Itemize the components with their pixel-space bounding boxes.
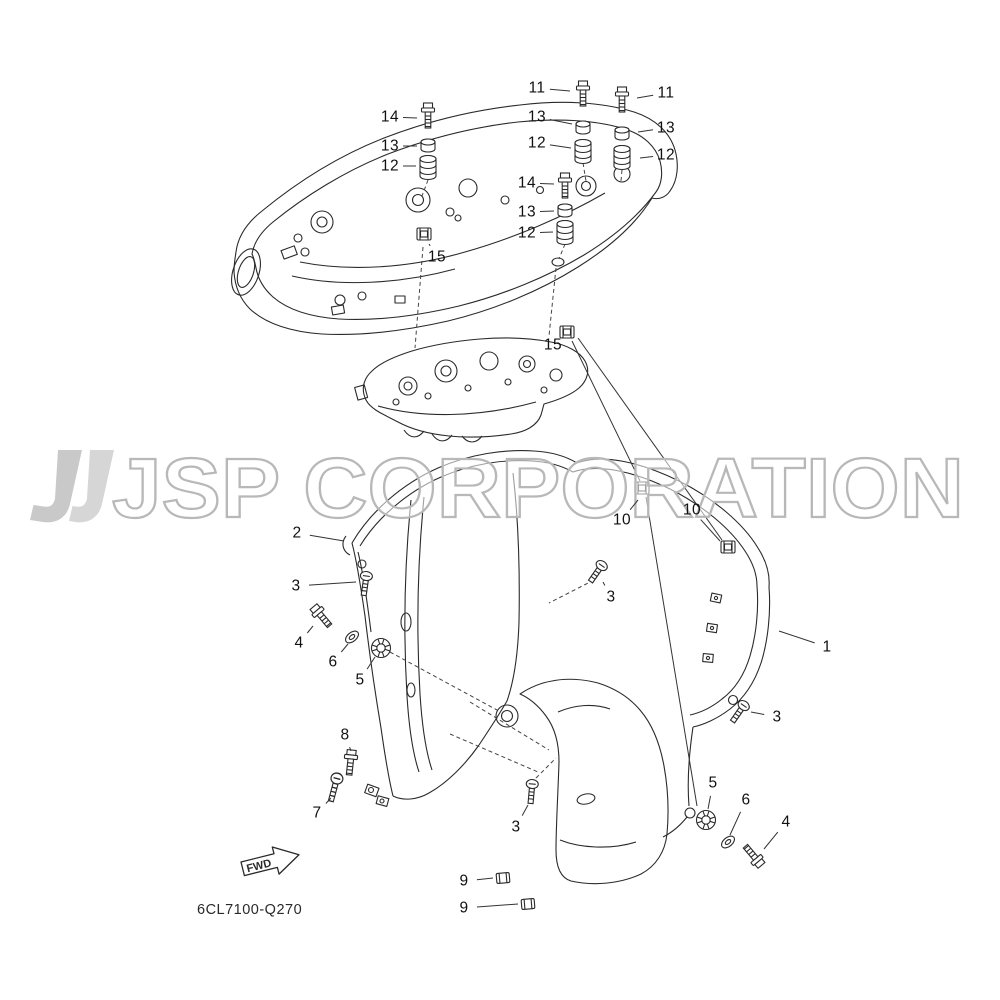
callout-label: 15 — [543, 336, 563, 354]
callout-label: 11 — [657, 84, 675, 102]
callout-label: 11 — [528, 79, 546, 97]
callout-label: 3 — [606, 588, 616, 606]
watermark-text: JSP CORPORATION — [112, 441, 964, 535]
callout-label: 12 — [656, 146, 676, 164]
callout-label: 14 — [380, 108, 400, 126]
callout-label: 4 — [294, 634, 304, 652]
callout-label: 12 — [527, 134, 547, 152]
callout-label: 13 — [517, 203, 537, 221]
watermark-logo-icon — [30, 450, 82, 523]
fwd-arrow: FWD — [240, 846, 300, 877]
callout-label: 3 — [291, 577, 301, 595]
long-leader-lines — [571, 337, 723, 807]
callout-label: 6 — [741, 791, 751, 809]
callout-label: 14 — [517, 174, 537, 192]
callout-label: 2 — [292, 524, 302, 542]
callout-label: 10 — [612, 511, 632, 529]
callout-label: 12 — [517, 224, 537, 242]
dashed-assembly-lines — [389, 162, 623, 779]
callout-label: 12 — [380, 157, 400, 175]
callout-label: 9 — [459, 899, 469, 917]
bottom-cowling-covers — [342, 450, 771, 885]
callout-label: 7 — [312, 804, 322, 822]
callout-label: 5 — [355, 671, 365, 689]
diagram-code: 6CL7100-Q270 — [197, 902, 303, 918]
callout-label: 9 — [459, 872, 469, 890]
fwd-label: FWD — [245, 857, 272, 875]
callout-label: 1 — [822, 638, 832, 656]
callout-label: 13 — [380, 137, 400, 155]
callout-label: 5 — [708, 774, 718, 792]
callout-label: 4 — [781, 813, 791, 831]
callout-label: 13 — [527, 108, 547, 126]
callout-label: 6 — [328, 653, 338, 671]
callout-label: 13 — [656, 119, 676, 137]
watermark-logo-icon — [69, 450, 114, 523]
callout-label: 15 — [427, 248, 447, 266]
callout-label: 3 — [511, 818, 521, 836]
callout-label: 3 — [772, 708, 782, 726]
callout-label: 8 — [340, 726, 350, 744]
watermark: JSP CORPORATION — [30, 440, 965, 536]
callout-label: 10 — [682, 501, 702, 519]
